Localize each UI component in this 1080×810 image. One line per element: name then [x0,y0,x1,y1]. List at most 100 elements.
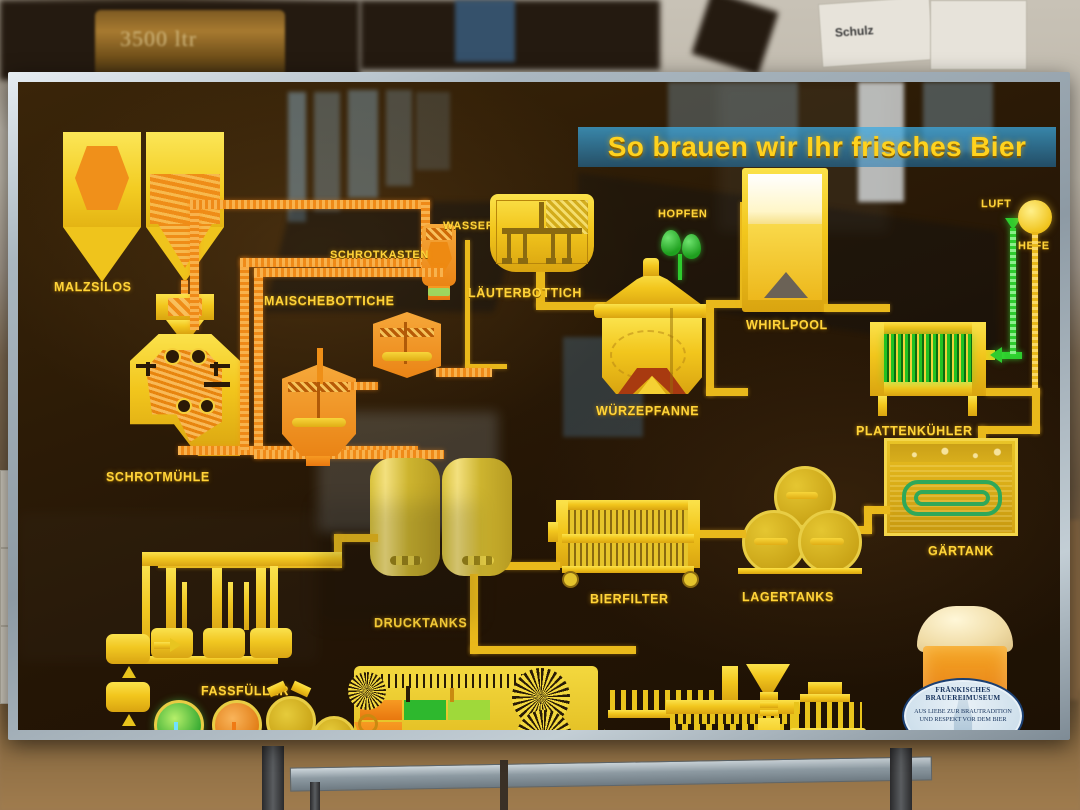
label-bierfilter: BIERFILTER [590,592,669,606]
lauter-knife-1 [507,234,511,260]
bottle-washer-inlet [354,722,402,730]
malt-silo-right [146,132,224,282]
label-hopfen: HOPFEN [658,208,708,220]
keg-up-arrow-1 [122,666,136,678]
keg-washer-station-1 [154,700,204,730]
stand-leg-left [262,746,284,810]
lauter-knife-4 [567,234,571,260]
logo-line-1: FRÄNKISCHES BRAUEREIMUSEUM [925,686,1001,702]
water-pipe-vertical [465,240,470,368]
grist-case-valve [428,288,450,296]
fermenter-liquid [890,462,1012,532]
cooler-plates [884,334,972,382]
keg-washer-jet-1 [174,722,178,730]
keg-washer-output [312,716,356,730]
hop-cone-1 [661,230,681,256]
fermenter-cooling-coil-1 [902,480,1002,516]
mill-arm-right-v [214,362,218,376]
labeller-carousel [790,728,866,730]
beer-foam-head [917,606,1013,652]
keg-washer-flap-right [290,680,312,698]
mash-tun-upper-band [380,328,434,337]
label-wuerzepfanne: WÜRZEPFANNE [596,404,700,418]
malt-fill-left [75,146,129,210]
lauter-rake-shaft [539,202,544,230]
malt-fill-right [150,174,220,224]
labeller-top-cap [808,682,842,694]
filter-right-post [688,500,700,568]
cooler-right-post [972,322,986,396]
lauter-knife-2 [523,234,527,260]
keg-washer-station-3 [266,696,316,730]
reflection-window-2 [314,92,340,212]
kettle-chimney [643,258,659,276]
kettle-rim [594,304,710,318]
labeller-top-plate [800,694,850,702]
pipe-riser-1 [240,258,249,450]
logo-bottle-icon [953,696,973,730]
keg-stack-mid [106,682,150,712]
mash-tun-lower-neck [317,348,323,384]
keg-fill-tube-3 [244,582,249,630]
pipe-drucktank-down [470,574,478,654]
keg-filling-2 [203,628,245,658]
keg-transfer-arrow-shaft [154,642,172,649]
air-pipe [1010,228,1016,354]
lauter-foot-1 [502,258,512,264]
pipe-riser-2 [190,200,199,330]
bottle-washer-pipe-2 [406,686,410,702]
bottle-washer-rotary-3 [348,672,386,710]
mill-roller-2 [190,348,207,365]
lager-tank-left-hatch [754,538,788,545]
diagram-panel: So brauen wir Ihr frisches Bier MALZSILO… [18,82,1060,730]
falling-bottle-1 [596,729,610,730]
mash-loop-bottom [254,450,444,459]
keg-filler-base [142,656,278,664]
keg-fill-head-1 [166,568,176,634]
pipe-to-bottle-line [470,646,636,654]
lager-tank-base [738,568,862,574]
background-copper-vessel [95,10,285,80]
kettle-seam [670,308,673,394]
pipe-to-fermenter-down [1032,388,1040,434]
pipe-fermenter-out [864,506,890,514]
label-schrotmuehle: SCHROTMÜHLE [106,470,210,484]
label-drucktanks: DRUCKTANKS [374,616,468,630]
title-highlight-bar [578,127,1056,167]
reflection-soft-3 [18,512,318,662]
bottle-washer-rotary-2 [516,710,572,730]
label-fassfueller: FASSFÜLLER [201,684,289,698]
labeller-neck-3 [760,710,778,716]
bottle-washer-wheel [358,714,378,730]
pipe-top-2 [190,200,430,209]
pipe-filter-to-drucktank [486,562,560,570]
bottle-washer-pipe-3 [450,688,454,702]
keg-washer-station-2 [212,700,262,730]
reflection-window-4 [386,90,412,186]
hop-stem [678,254,682,280]
whirlpool-liquid-surface [748,174,822,224]
museum-logo-sticker: FRÄNKISCHES BRAUEREIMUSEUM AUS LIEBE ZUR… [902,678,1024,730]
background-wall-sign: Schulz [817,0,935,68]
pipe-drucktank-left-out [334,534,378,542]
stand-support [500,760,508,810]
keg-fill-tube-1 [182,582,187,630]
mash-tun-upper-agitator [382,352,432,361]
reflection-bottles [318,502,478,622]
pipe-between-mash-tuns [348,382,378,390]
pipe-lager-to-filter [698,530,746,538]
bottle-filler-bottles [670,724,796,730]
labeller-column [758,718,780,730]
pipe-to-keg-line [334,534,342,568]
lauter-foot-3 [546,258,556,264]
mash-tun-lower-agitator [292,418,346,427]
bottle-filler-manifold [666,700,800,714]
lager-tank-top-hatch [786,492,818,499]
stand-leg-right [890,748,912,810]
silo-outlet-chute [181,280,188,296]
cooler-inflow-arrow-shaft [1000,352,1022,359]
background-window [455,0,515,62]
fermenter-cooling-coil-2 [914,490,990,506]
air-arrow-head [1005,218,1021,230]
